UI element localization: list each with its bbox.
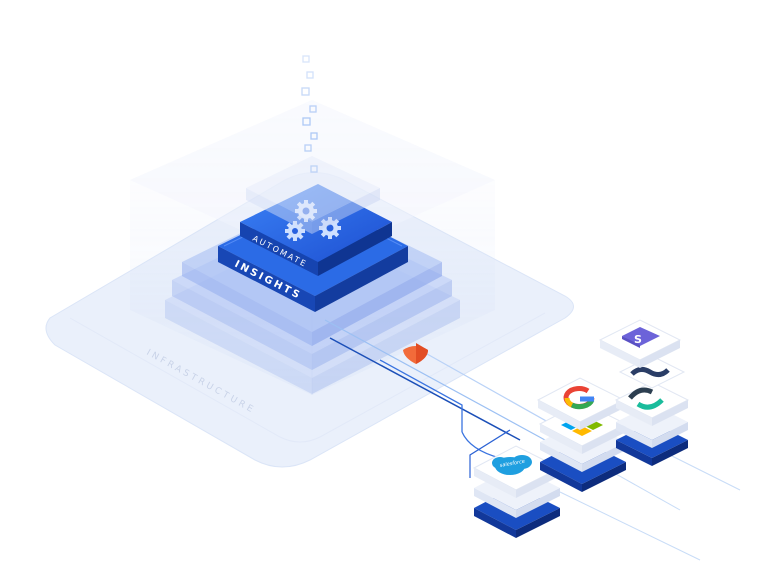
stripe-icon: S [622, 327, 660, 348]
integration-right-stack [614, 381, 690, 466]
salesforce-label: salesforce [499, 459, 525, 469]
stripe-label: S [634, 333, 642, 346]
google-icon [563, 386, 595, 410]
data-particles [301, 55, 318, 173]
salesforce-icon: salesforce [492, 455, 532, 475]
app-icon [628, 387, 664, 410]
glass-cap [246, 156, 380, 234]
security-shield-icon [403, 343, 428, 364]
connector-lines [324, 319, 741, 561]
